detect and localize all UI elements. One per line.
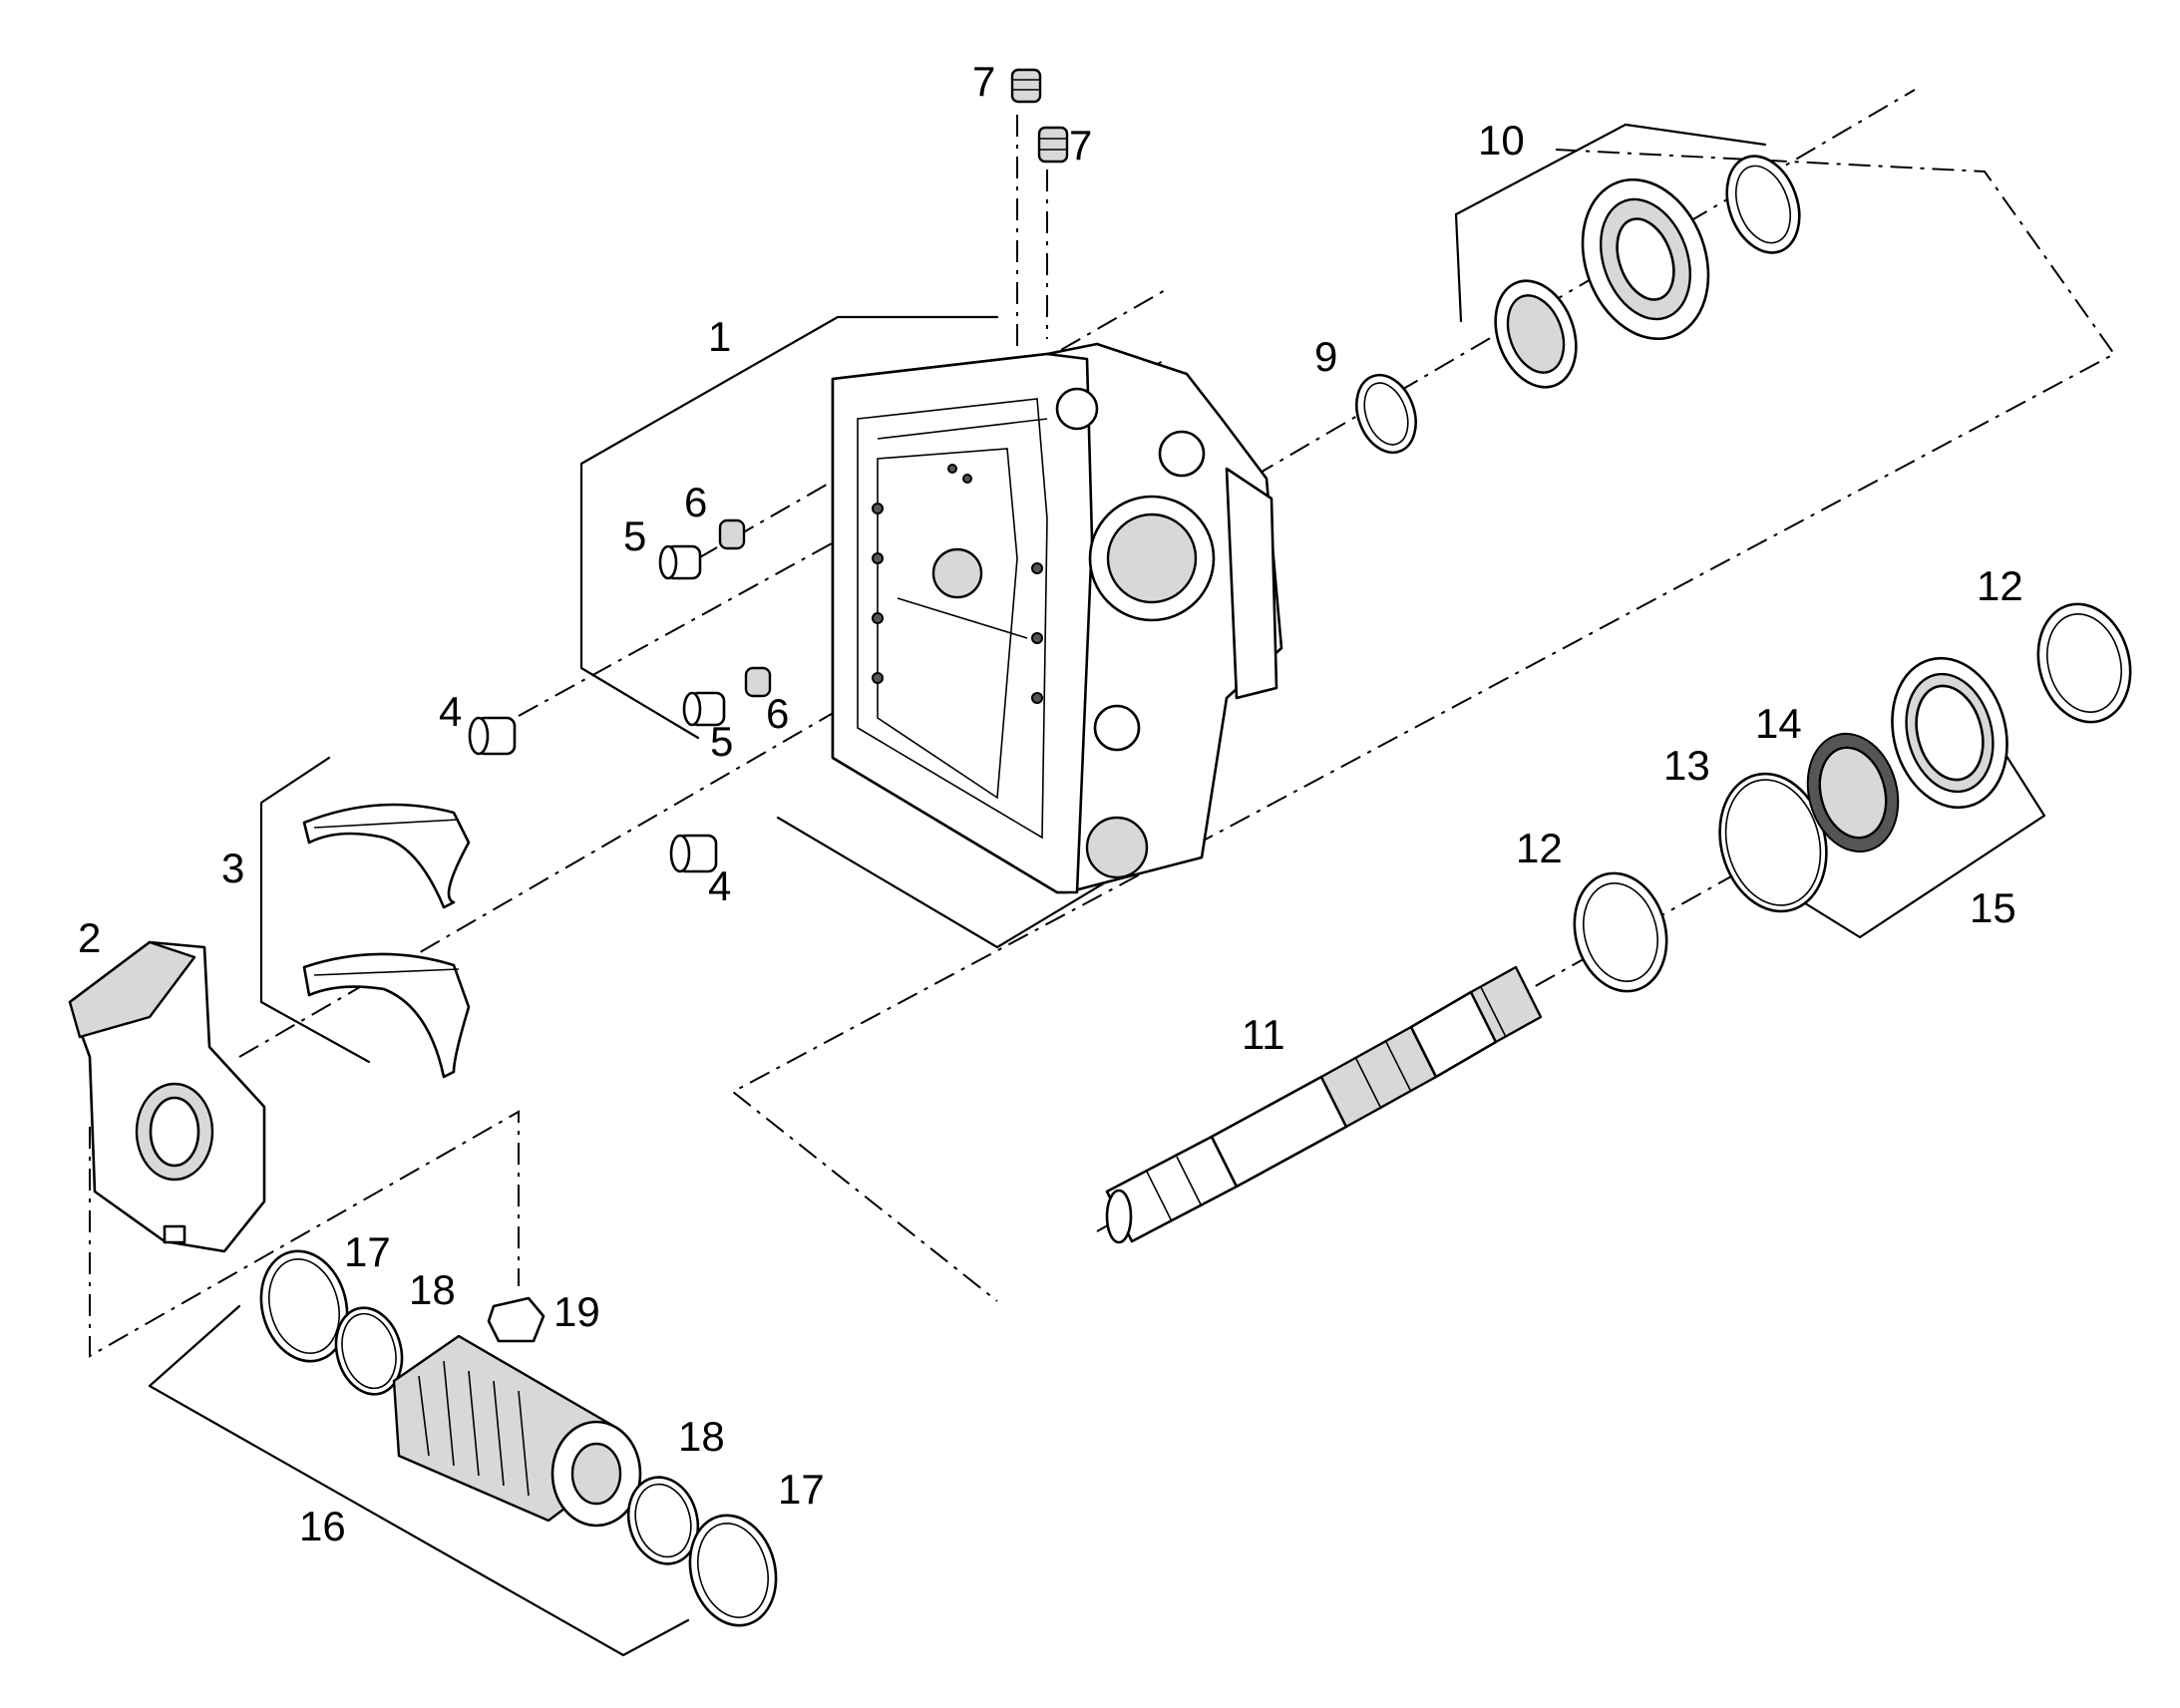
part-2-bracket bbox=[68, 940, 266, 1253]
callout-10: 10 bbox=[1478, 117, 1525, 164]
part-7-plug bbox=[1010, 68, 1069, 164]
bracket-3 bbox=[259, 756, 371, 1064]
part-1-housing bbox=[831, 342, 1283, 894]
callout-12-lower: 12 bbox=[1516, 825, 1563, 871]
callout-4-lower: 4 bbox=[708, 862, 731, 909]
bracket-1 bbox=[579, 315, 999, 740]
callout-9: 9 bbox=[1314, 333, 1337, 380]
callout-5-lower: 5 bbox=[710, 718, 733, 765]
callout-4-upper: 4 bbox=[439, 688, 462, 735]
callout-11: 11 bbox=[1242, 1011, 1285, 1058]
callout-1: 1 bbox=[708, 313, 731, 360]
callout-18-lower: 18 bbox=[678, 1413, 725, 1460]
callout-3: 3 bbox=[221, 845, 244, 891]
callout-15: 15 bbox=[1970, 884, 2016, 931]
bracket-15 bbox=[1758, 751, 2046, 939]
callout-6-lower: 6 bbox=[766, 690, 789, 737]
callout-2: 2 bbox=[78, 914, 101, 961]
group-brackets bbox=[148, 123, 2046, 1657]
callout-17-lower: 17 bbox=[778, 1466, 825, 1513]
part-11-shaft bbox=[1105, 965, 1543, 1244]
part-12-retaining-ring bbox=[1573, 602, 2132, 993]
callout-12-upper: 12 bbox=[1977, 562, 2023, 609]
bracket-16 bbox=[148, 1304, 690, 1657]
part-13-14-15-seals bbox=[1718, 656, 2008, 913]
callout-labels: 1 2 3 4 4 5 5 6 6 7 7 9 10 11 12 12 13 1… bbox=[78, 58, 2023, 1549]
part-4-pins bbox=[468, 716, 718, 873]
callout-7-upper: 7 bbox=[972, 58, 995, 105]
bracket-10 bbox=[1454, 123, 1767, 323]
callout-13: 13 bbox=[1663, 742, 1710, 789]
callout-18-upper: 18 bbox=[409, 1266, 456, 1313]
callout-16: 16 bbox=[299, 1503, 346, 1549]
part-10-bearing bbox=[1494, 155, 1801, 389]
callout-14: 14 bbox=[1755, 700, 1802, 747]
callout-5-upper: 5 bbox=[623, 512, 646, 559]
callout-17-upper: 17 bbox=[344, 1228, 391, 1275]
callout-6-upper: 6 bbox=[684, 479, 707, 525]
callout-7-lower: 7 bbox=[1069, 122, 1092, 169]
callout-19: 19 bbox=[553, 1288, 600, 1335]
part-3-bearing-shells bbox=[302, 803, 471, 1079]
part-16-control-spool bbox=[259, 1249, 778, 1627]
part-9-snap-ring bbox=[1355, 373, 1417, 455]
part-5-6-screws bbox=[658, 518, 772, 727]
